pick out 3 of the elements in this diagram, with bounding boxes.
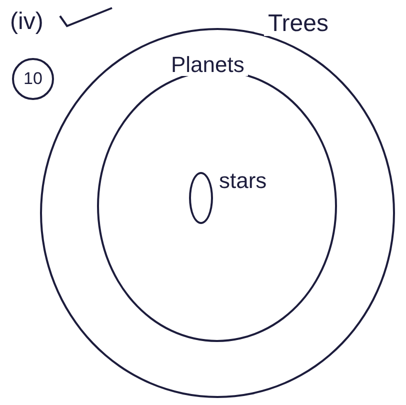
circled-number: 10	[12, 58, 54, 100]
question-number: (iv)	[10, 10, 44, 34]
circle-label: stars	[219, 170, 267, 192]
